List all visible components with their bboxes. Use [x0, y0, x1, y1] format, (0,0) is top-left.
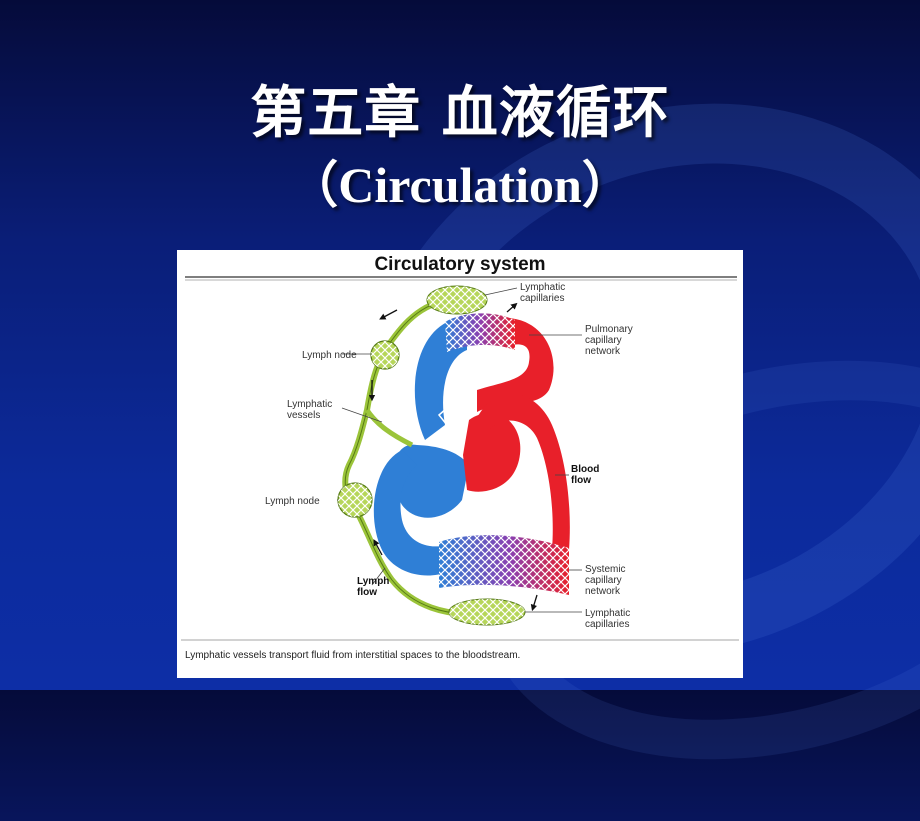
slide-title-chinese: 第五章 血液循环	[250, 81, 670, 146]
lymphatic-capillaries-top-mesh	[427, 286, 487, 314]
label-pulmonary-3: network	[585, 346, 621, 357]
blood-flow-arrow-top	[506, 302, 518, 313]
label-lymphatic-capillaries-top-1: Lymphatic	[520, 282, 565, 293]
lymphatic-vessel-outline	[344, 297, 483, 614]
leader-lymph-vessels	[341, 407, 383, 423]
venous-flow-arrow	[407, 519, 418, 536]
lymph-flow-arrow-2	[379, 309, 398, 320]
label-pulmonary-2: capillary	[585, 335, 622, 346]
label-lymph-flow-1: Lymph	[357, 576, 389, 587]
heart-left-side	[463, 412, 521, 492]
label-lymph-flow-2: flow	[357, 587, 377, 598]
lymph-node-bottom-mesh	[338, 483, 372, 517]
label-systemic-2: capillary	[585, 575, 622, 586]
slide-title-english: （Circulation）	[288, 157, 632, 213]
label-lymphatic-vessels-2: vessels	[287, 410, 320, 421]
label-lymph-node-bottom: Lymph node	[265, 496, 320, 507]
circulatory-diagram: Circulatory system	[181, 254, 739, 661]
leader-lymph-cap-top	[484, 287, 518, 296]
label-blood-flow-2: flow	[571, 475, 591, 486]
label-lymph-node-top: Lymph node	[302, 350, 357, 361]
label-lymphatic-vessels-1: Lymphatic	[287, 399, 332, 410]
label-blood-flow-1: Blood	[571, 464, 599, 475]
label-systemic-1: Systemic	[585, 564, 626, 575]
leader-lymph-flow	[371, 567, 386, 586]
vena-cava	[373, 450, 447, 576]
label-lymphatic-capillaries-top-2: capillaries	[520, 293, 564, 304]
label-lymphatic-capillaries-bottom-1: Lymphatic	[585, 608, 630, 619]
pulmonary-vein	[477, 318, 554, 412]
heart-flow-arrow	[437, 407, 448, 426]
circulatory-system-figure: Circulatory system	[177, 250, 743, 678]
lymph-flow-arrow-3	[373, 539, 383, 556]
systemic-mesh	[439, 535, 569, 595]
label-systemic-3: network	[585, 586, 621, 597]
figure-caption: Lymphatic vessels transport fluid from i…	[185, 650, 520, 661]
lymphatic-branch-heart	[364, 408, 414, 448]
lymphatic-capillaries-bottom-mesh	[449, 599, 525, 625]
aorta	[477, 393, 570, 550]
label-pulmonary-1: Pulmonary	[585, 324, 633, 335]
lymph-node-top-mesh	[371, 341, 399, 369]
label-lymphatic-capillaries-bottom-2: capillaries	[585, 619, 629, 630]
figure-heading: Circulatory system	[374, 254, 545, 275]
pulmonary-mesh	[445, 313, 515, 352]
blood-flow-arrow-bottom	[530, 594, 538, 612]
